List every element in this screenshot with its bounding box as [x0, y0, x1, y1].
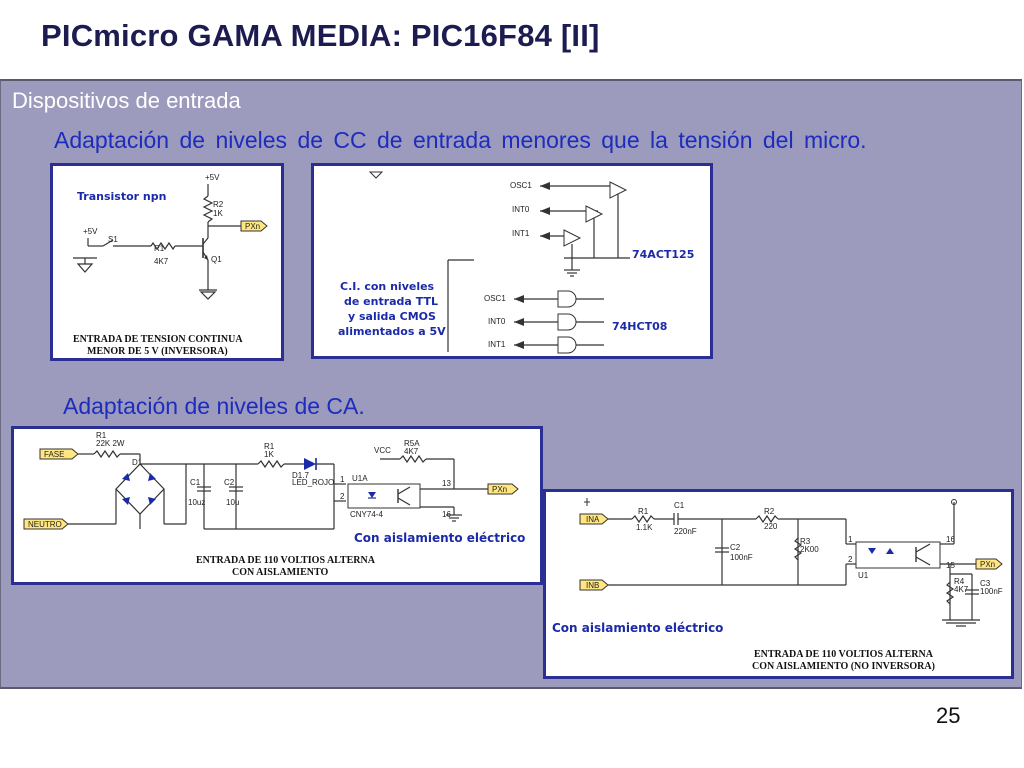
svg-text:10uz: 10uz — [188, 498, 205, 507]
chip-74hct08: 74HCT08 — [612, 320, 667, 333]
svg-text:4K7: 4K7 — [404, 447, 419, 456]
schematic-ac-inverting: FASE NEUTRO R1 22K 2W D1 C1 10uz C2 10u — [23, 431, 525, 578]
note-line2: de entrada TTL — [344, 295, 438, 308]
svg-text:2K00: 2K00 — [800, 545, 819, 554]
switch-vcc-label: +5V — [83, 227, 98, 236]
svg-text:10u: 10u — [226, 498, 239, 507]
svg-text:1K: 1K — [213, 209, 223, 218]
svg-text:1: 1 — [848, 535, 853, 544]
svg-text:C2: C2 — [224, 478, 235, 487]
svg-text:S1: S1 — [108, 235, 118, 244]
figure-ttl-buffers: OSC1 INT0 INT1 74ACT125 OSC1 INT0 INT1 — [311, 163, 713, 359]
fase-label: FASE — [44, 450, 64, 459]
ac2-output-label: PXn — [980, 560, 995, 569]
figure-heading: Transistor npn — [77, 190, 166, 203]
vcc-label: +5V — [205, 173, 220, 182]
svg-text:C1: C1 — [674, 501, 685, 510]
svg-text:R2: R2 — [764, 507, 775, 516]
svg-text:100nF: 100nF — [730, 553, 753, 562]
schematic-ttl: OSC1 INT0 INT1 74ACT125 OSC1 INT0 INT1 — [338, 171, 694, 354]
svg-text:13: 13 — [442, 479, 451, 488]
svg-text:D1: D1 — [132, 458, 143, 467]
caption-line1: ENTRADA DE TENSION CONTINUA — [73, 334, 243, 345]
svg-text:Q1: Q1 — [211, 255, 222, 264]
pin-osc1-top: OSC1 — [510, 181, 532, 190]
inb-label: INB — [586, 581, 599, 590]
page-number: 25 — [936, 703, 961, 728]
ac1-output-label: PXn — [492, 485, 507, 494]
svg-text:R1: R1 — [638, 507, 649, 516]
svg-text:1K: 1K — [264, 450, 274, 459]
svg-text:C1: C1 — [190, 478, 201, 487]
slide-title: PICmicro GAMA MEDIA: PIC16F84 [II] — [41, 18, 600, 53]
svg-text:U1A: U1A — [352, 474, 368, 483]
svg-text:R3: R3 — [800, 537, 811, 546]
svg-text:R4: R4 — [954, 577, 965, 586]
subheading-dc-levels: Adaptación de niveles de CC de entrada m… — [54, 127, 867, 153]
figure-ac-non-inverting: INA INB R1 1.1K C1 220nF C2 100nF R2 220… — [543, 489, 1014, 679]
neutro-label: NEUTRO — [28, 520, 62, 529]
section-heading: Dispositivos de entrada — [12, 88, 241, 113]
svg-text:R1: R1 — [154, 244, 165, 253]
ac1-note: Con aislamiento eléctrico — [354, 531, 525, 545]
figure-transistor-npn: Transistor npn +5V R2 1K PXn Q1 +5V S1 R… — [50, 163, 284, 361]
svg-text:C3: C3 — [980, 579, 991, 588]
svg-text:LED_ROJO: LED_ROJO — [292, 478, 334, 487]
svg-text:VCC: VCC — [374, 446, 391, 455]
note-line4: alimentados a 5V — [338, 325, 446, 338]
svg-text:D1.7: D1.7 — [292, 471, 309, 480]
svg-text:C2: C2 — [730, 543, 741, 552]
ac2-caption-line1: ENTRADA DE 110 VOLTIOS ALTERNA — [754, 649, 934, 660]
chip-74act125: 74ACT125 — [632, 248, 694, 261]
svg-text:R5A: R5A — [404, 439, 420, 448]
ac2-caption-line2: CON AISLAMIENTO (NO INVERSORA) — [752, 661, 935, 672]
svg-text:4K7: 4K7 — [154, 257, 169, 266]
ac2-note: Con aislamiento eléctrico — [552, 621, 723, 635]
caption-line2: MENOR DE 5 V (INVERSORA) — [87, 346, 228, 357]
figure-ac-inverting: FASE NEUTRO R1 22K 2W D1 C1 10uz C2 10u — [11, 426, 543, 585]
note-line1: C.I. con niveles — [340, 280, 435, 293]
svg-text:R1: R1 — [264, 442, 275, 451]
svg-text:16: 16 — [946, 535, 955, 544]
ac1-caption-line1: ENTRADA DE 110 VOLTIOS ALTERNA — [196, 555, 376, 566]
svg-text:15: 15 — [946, 561, 955, 570]
svg-text:220nF: 220nF — [674, 527, 697, 536]
svg-text:R1: R1 — [96, 431, 107, 440]
svg-text:R2: R2 — [213, 200, 224, 209]
svg-text:4K7: 4K7 — [954, 585, 969, 594]
svg-text:CNY74-4: CNY74-4 — [350, 510, 383, 519]
pin-int1-top: INT1 — [512, 229, 530, 238]
svg-text:1.1K: 1.1K — [636, 523, 653, 532]
svg-text:2: 2 — [340, 492, 345, 501]
schematic-transistor: Transistor npn +5V R2 1K PXn Q1 +5V S1 R… — [67, 173, 268, 357]
output-label: PXn — [245, 222, 260, 231]
pin-int0-top: INT0 — [512, 205, 530, 214]
svg-text:22K 2W: 22K 2W — [96, 439, 125, 448]
pin-osc1-bottom: OSC1 — [484, 294, 506, 303]
svg-text:100nF: 100nF — [980, 587, 1003, 596]
svg-text:1: 1 — [340, 475, 345, 484]
svg-text:U1: U1 — [858, 571, 869, 580]
schematic-ac-non-inverting: INA INB R1 1.1K C1 220nF C2 100nF R2 220… — [552, 498, 1003, 672]
note-line3: y salida CMOS — [348, 310, 436, 323]
ac1-caption-line2: CON AISLAMIENTO — [232, 567, 328, 578]
pin-int0-bottom: INT0 — [488, 317, 506, 326]
pin-int1-bottom: INT1 — [488, 340, 506, 349]
svg-text:220: 220 — [764, 522, 778, 531]
svg-text:2: 2 — [848, 555, 853, 564]
subheading-ac-levels: Adaptación de niveles de CA. — [63, 393, 365, 419]
ina-label: INA — [586, 515, 600, 524]
